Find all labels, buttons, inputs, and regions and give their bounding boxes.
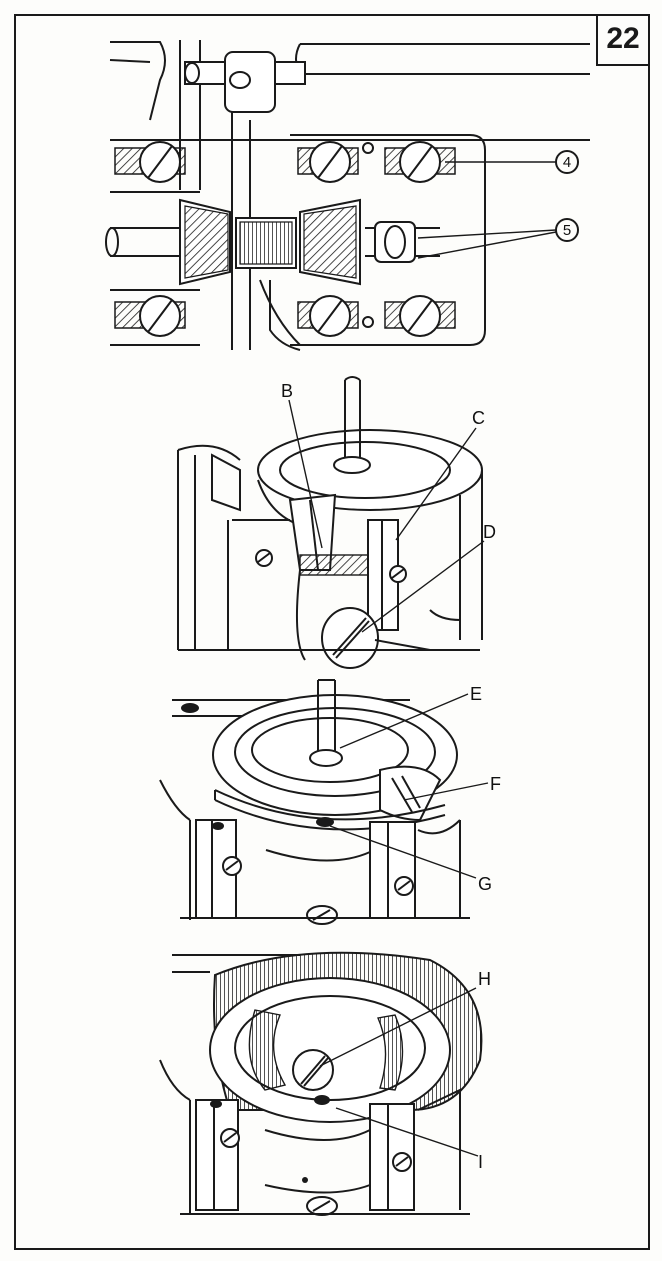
figure-hook-spring: B C D <box>177 376 496 669</box>
figure-gear-assembly: 4 5 <box>105 40 590 351</box>
screw-head <box>399 141 441 183</box>
callout-d: D <box>361 522 496 633</box>
screw-h <box>292 1049 334 1091</box>
callout-b: B <box>281 381 323 549</box>
screw-head <box>309 295 351 337</box>
callout-h: H <box>319 969 491 1067</box>
callout-4-label: 4 <box>563 154 571 171</box>
figure-hook-race: H I <box>159 951 491 1216</box>
screw-d <box>321 607 379 669</box>
screw-head <box>139 141 181 183</box>
screw-head <box>309 141 351 183</box>
callout-c-label: C <box>472 408 485 428</box>
callout-e: E <box>339 684 482 749</box>
callout-g: G <box>329 825 492 894</box>
callout-e-label: E <box>470 684 482 704</box>
callout-g-label: G <box>478 874 492 894</box>
callout-h-label: H <box>478 969 491 989</box>
page-number: 22 <box>596 14 648 66</box>
callout-i: I <box>335 1107 483 1172</box>
bevel-gear-center <box>235 217 297 269</box>
callout-i-label: I <box>478 1152 483 1172</box>
callout-b-label: B <box>281 381 293 401</box>
screw-head <box>399 295 441 337</box>
callout-f-label: F <box>490 774 501 794</box>
callout-d-label: D <box>483 522 496 542</box>
callout-c: C <box>395 408 485 541</box>
bevel-gear-right <box>299 198 361 286</box>
callout-f: F <box>403 774 501 801</box>
bevel-gear-left <box>179 198 231 286</box>
figure-bobbin-case: E F G <box>159 679 501 925</box>
callout-5-label: 5 <box>563 222 571 239</box>
screw-head <box>139 295 181 337</box>
page-frame <box>14 14 650 1250</box>
callout-5: 5 <box>417 218 579 259</box>
callout-4: 4 <box>445 150 579 174</box>
